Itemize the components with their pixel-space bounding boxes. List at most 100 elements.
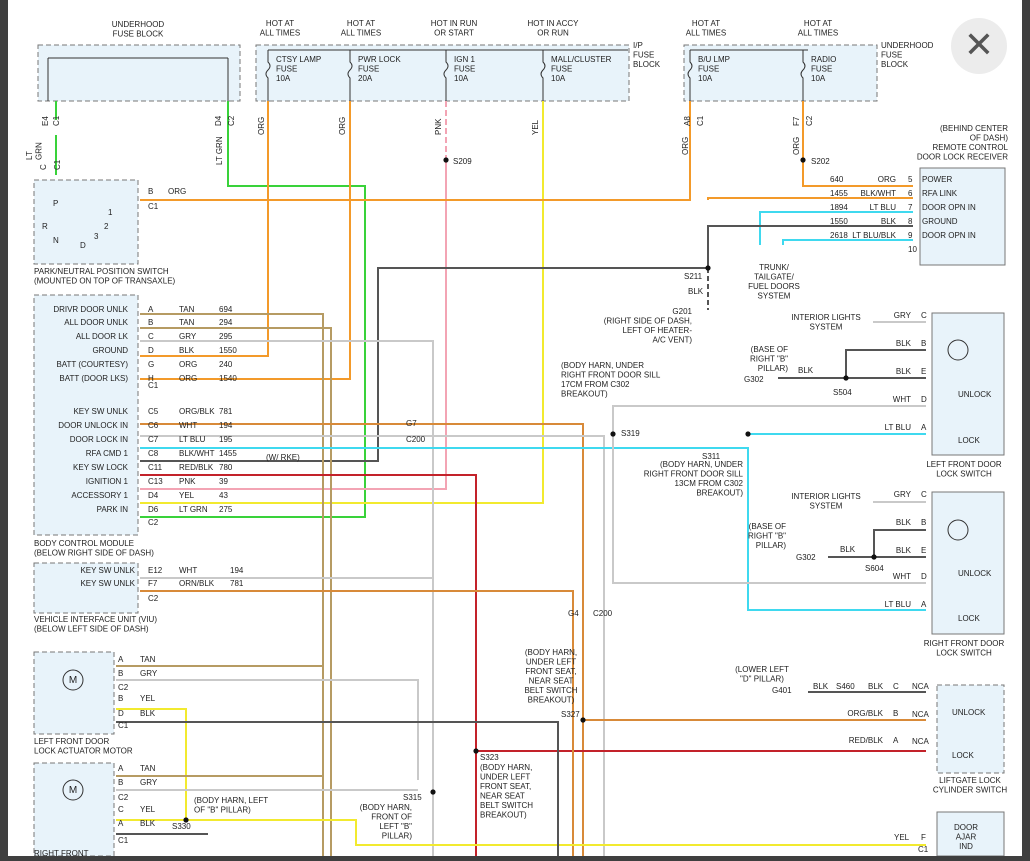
- diagram-label: LT BLU: [885, 600, 912, 609]
- wire-pnk-ign1-bcm: [140, 160, 447, 490]
- diagram-label: PNK: [179, 477, 196, 486]
- diagram-label: C1: [52, 115, 61, 126]
- diagram-label: C11: [148, 463, 163, 472]
- diagram-label: F: [921, 833, 926, 842]
- diagram-label: B: [118, 778, 123, 787]
- diagram-label: BLK: [798, 366, 814, 375]
- diagram-label: 7: [908, 203, 913, 212]
- diagram-label: 1550: [219, 346, 237, 355]
- diagram-label: S327: [561, 710, 580, 719]
- wire-blk-receiver-ground: [707, 225, 913, 268]
- diagram-label: KEY SW LOCK: [73, 463, 129, 472]
- splice-dot: [800, 157, 806, 163]
- diagram-label: RIGHT FRONT: [34, 849, 89, 856]
- wire-orn-blk-viu: [140, 590, 574, 856]
- diagram-label: S311: [702, 452, 721, 461]
- diagram-label: KEY SW UNLK: [80, 579, 135, 588]
- remote-door-lock-receiver: [919, 167, 1006, 266]
- diagram-label: BODY CONTROL MODULE(BELOW RIGHT SIDE OF …: [34, 539, 154, 558]
- diagram-label: GRY: [140, 669, 158, 678]
- splice-dot: [705, 265, 711, 271]
- diagram-label: E: [921, 367, 926, 376]
- diagram-label: YEL: [140, 694, 156, 703]
- wire-gry-all-lk: [140, 340, 434, 856]
- diagram-label: ORG: [179, 374, 197, 383]
- wire-lt-blu-door-opn: [759, 211, 913, 245]
- diagram-label: NCA: [912, 682, 930, 691]
- diagram-label: 8: [908, 217, 913, 226]
- close-icon[interactable]: ✕: [963, 25, 995, 66]
- diagram-label: S504: [833, 388, 852, 397]
- diagram-label: RFA CMD 1: [86, 449, 129, 458]
- wire-org-receiver-power: [802, 101, 913, 187]
- diagram-label: YEL: [179, 491, 195, 500]
- diagram-label: C1: [118, 721, 129, 730]
- diagram-label: A: [118, 764, 124, 773]
- diagram-label: 240: [219, 360, 233, 369]
- diagram-label: PNK: [434, 118, 443, 135]
- diagram-label: YEL: [894, 833, 910, 842]
- diagram-label: GRY: [140, 778, 158, 787]
- diagram-label: 1455: [219, 449, 237, 458]
- wire-yel-lf-act: [116, 708, 926, 846]
- diagram-label: UNLOCK: [952, 708, 986, 717]
- diagram-label: VEHICLE INTERFACE UNIT (VIU)(BELOW LEFT …: [34, 615, 157, 634]
- diagram-label: C5: [148, 407, 159, 416]
- diagram-label: C2: [148, 518, 159, 527]
- splice-dot: [183, 817, 189, 823]
- lamp-icon: [947, 519, 969, 541]
- diagram-label: S319: [621, 429, 640, 438]
- diagram-label: GROUND: [92, 346, 128, 355]
- body-control-module: [33, 294, 139, 536]
- diagram-label: C1: [53, 159, 62, 170]
- diagram-label: ORG: [338, 117, 347, 135]
- diagram-label: G201(RIGHT SIDE OF DASH,LEFT OF HEATER-A…: [604, 307, 693, 345]
- right-front-door-lock-switch: [931, 491, 1005, 635]
- diagram-label: BLK/WHT: [860, 189, 896, 198]
- diagram-label: 1550: [830, 217, 848, 226]
- diagram-label: S323: [480, 753, 499, 762]
- diagram-label: S460: [836, 682, 855, 691]
- diagram-label: DRIVR DOOR UNLK: [53, 305, 128, 314]
- diagram-label: ORG/BLK: [179, 407, 215, 416]
- diagram-label: C2: [227, 115, 236, 126]
- diagram-label: F7: [792, 116, 801, 126]
- diagram-label: POWER: [922, 175, 952, 184]
- diagram-label: DOOR LOCK IN: [70, 435, 128, 444]
- wire-lt-grn-park-in: [140, 101, 366, 518]
- diagram-label: C2: [118, 683, 129, 692]
- wire-tan-drvr-unlk: [140, 313, 324, 856]
- diagram-label: C200: [406, 435, 426, 444]
- close-button[interactable]: ✕: [951, 18, 1007, 74]
- diagram-label: BATT (COURTESY): [56, 360, 128, 369]
- diagram-label: 2: [104, 222, 109, 231]
- diagram-label: ORG: [168, 187, 186, 196]
- diagram-label: C: [893, 682, 899, 691]
- diagram-label: 781: [219, 407, 233, 416]
- diagram-label: G: [148, 360, 154, 369]
- diagram-label: IGNITION 1: [86, 477, 129, 486]
- diagram-label: 10: [908, 245, 917, 254]
- diagram-label: C1: [148, 202, 159, 211]
- diagram-label: LT GRN: [215, 136, 224, 165]
- diagram-label: 194: [219, 421, 233, 430]
- fuse-icon: [800, 50, 806, 101]
- diagram-label: E4: [41, 116, 50, 126]
- diagram-label: GRY: [894, 311, 912, 320]
- diagram-label: 294: [219, 318, 233, 327]
- diagram-label: C2: [118, 793, 129, 802]
